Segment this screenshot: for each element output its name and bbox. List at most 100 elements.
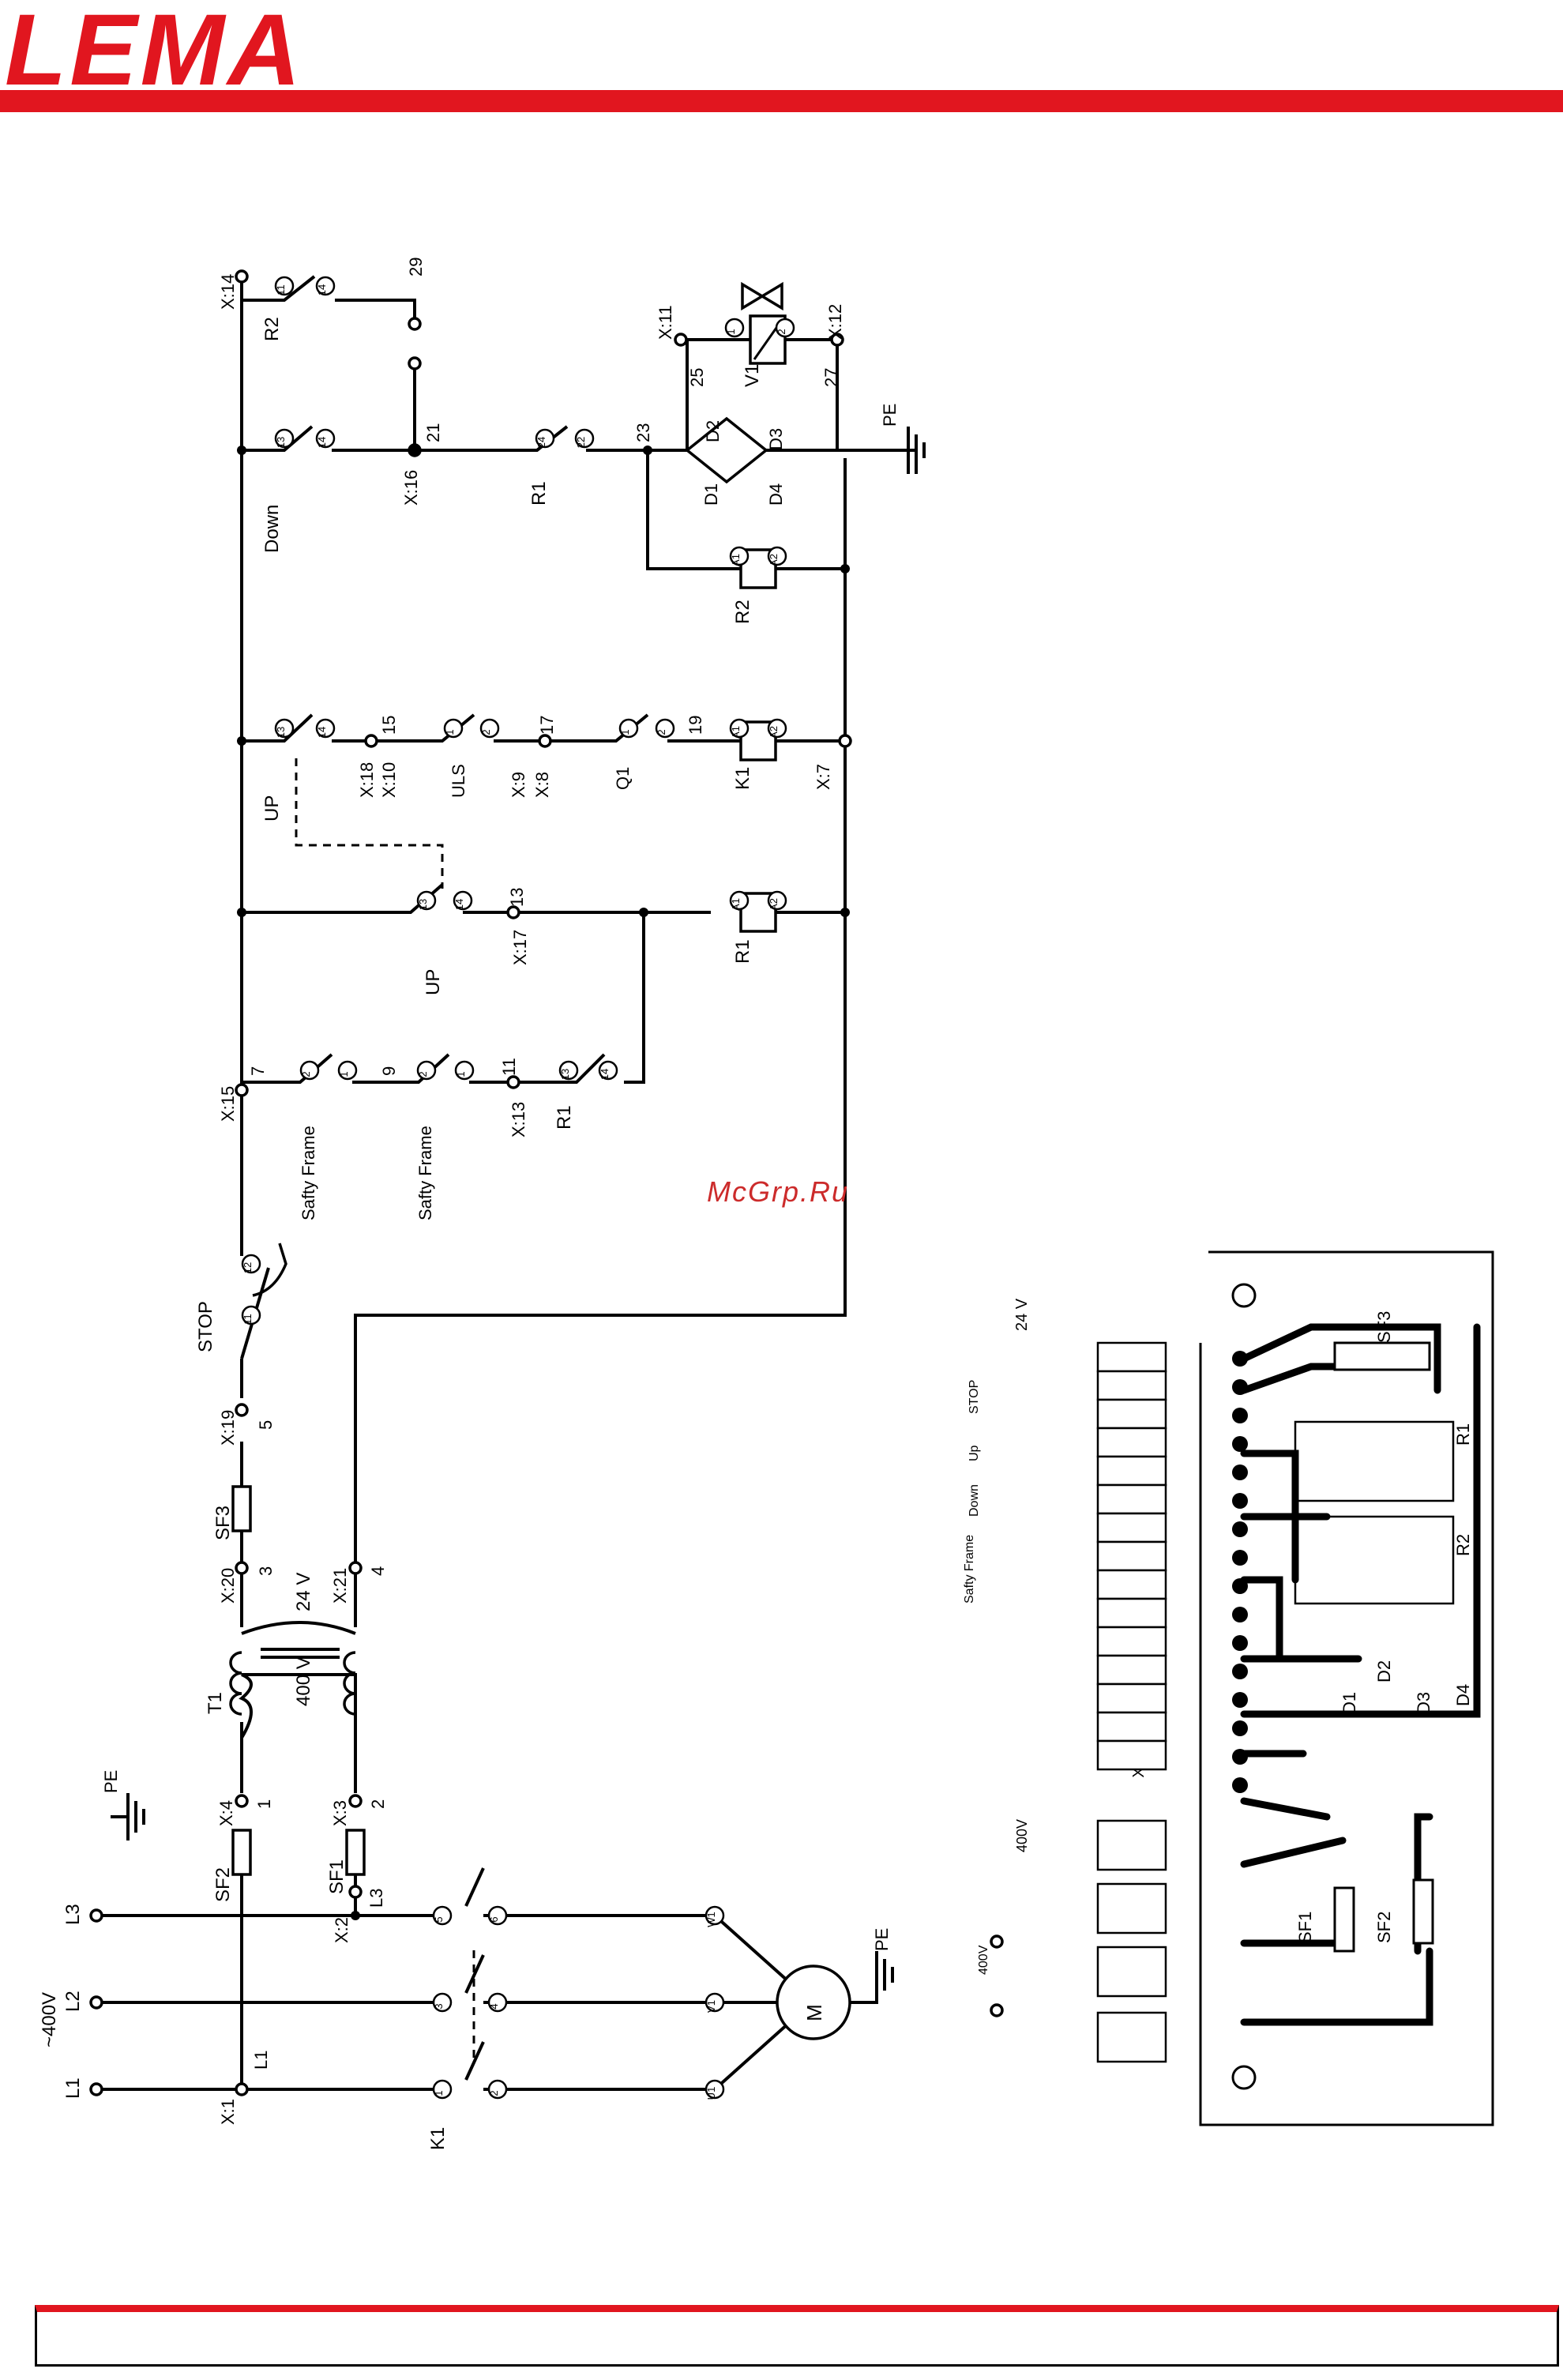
r2-hold-label: R2: [261, 317, 283, 341]
board-screw-9: [1232, 1607, 1248, 1622]
up-pin-14-label: 14: [453, 899, 465, 910]
board-d2-label: D2: [1374, 1660, 1394, 1683]
x1-node: [235, 2082, 249, 2096]
board-d1-label: D1: [1339, 1692, 1359, 1714]
board-big-box-0: [1096, 2011, 1167, 2063]
sf-b-pin-2-label: 2: [417, 1071, 429, 1077]
k1-contact-2: [464, 1954, 485, 1994]
r2-hold-pin-11: [274, 276, 295, 296]
board-tracks: [1240, 1323, 1481, 2026]
x20-label: X:20: [218, 1568, 238, 1604]
x17-label: X:17: [510, 930, 530, 965]
up-b-pin-13-label: 13: [275, 727, 287, 738]
board-terminal-box-11: [1096, 1654, 1167, 1686]
sf1-label: SF1: [326, 1859, 348, 1894]
r1-hold-pin-13: [558, 1060, 579, 1081]
board-24v-label: 24 V: [1013, 1298, 1031, 1331]
wire-25-label: 25: [687, 368, 707, 387]
stop-mushroom: [252, 1243, 287, 1297]
board-screw-7: [1232, 1550, 1248, 1566]
up-pin-13: [416, 890, 437, 911]
sf3-label: SF3: [212, 1506, 234, 1540]
x13-label: X:13: [509, 1102, 528, 1137]
stop-pin-11-label: 11: [242, 1314, 254, 1325]
x8-label: X:8: [532, 772, 552, 798]
board-terminal-box-14: [1096, 1739, 1167, 1771]
wire-9-label: 9: [379, 1066, 399, 1076]
x29-lower-node: [408, 356, 422, 370]
r2-hold-pin-14: [315, 276, 336, 296]
x4-label: X:4: [216, 1800, 236, 1826]
motor-pin-2: [704, 1992, 725, 2013]
wire-11-label: 11: [499, 1058, 519, 1076]
board-stop-label: STOP: [967, 1380, 981, 1414]
up-b-pin-13: [274, 718, 295, 739]
r1-down-pin-22-label: 22: [575, 437, 587, 448]
x12-node: [830, 333, 844, 347]
safety-frame-a-label: Safty Frame: [299, 1126, 318, 1220]
rectifier-bridge: [685, 416, 768, 484]
x17-node: [506, 905, 520, 919]
r2-pin-a2: [767, 546, 787, 566]
k1-pin-in-3-label: 5: [433, 1916, 445, 1922]
x21-node: [348, 1561, 363, 1575]
sf1-fuse: [345, 1829, 366, 1876]
x7-node: [838, 734, 852, 748]
sf-a-pin-1: [337, 1060, 358, 1081]
sf2-label: SF2: [212, 1867, 234, 1902]
schematic-dashed: [295, 758, 475, 2058]
x18-node: [364, 734, 378, 748]
board-r2-footprint: [1294, 1515, 1455, 1605]
board-screw-14: [1232, 1749, 1248, 1765]
up-mechanical-link: [295, 758, 444, 889]
k1-pin-out-1: [487, 2079, 508, 2100]
board-screw-10: [1232, 1635, 1248, 1651]
board-terminal-box-3: [1096, 1427, 1167, 1458]
board-terminal-box-4: [1096, 1455, 1167, 1487]
up-pin-13-label: 13: [417, 899, 429, 910]
down-junction: [237, 446, 246, 455]
board-sf2: [1412, 1878, 1434, 1945]
valve-pin-1-label: 1: [725, 329, 737, 334]
board-screw-8: [1232, 1578, 1248, 1594]
motor-leads: [713, 1914, 791, 2091]
transformer-label: T1: [205, 1692, 226, 1714]
wire-2-label: 2: [368, 1799, 388, 1809]
r1-hold-pin-13-label: 13: [559, 1069, 571, 1080]
x14-label: X:14: [218, 274, 238, 310]
down-r2-junction: [643, 446, 652, 455]
board-terminal-box-10: [1096, 1626, 1167, 1657]
wire-17-label: 17: [537, 716, 557, 735]
x2-node: [348, 1885, 363, 1899]
board-terminal-box-9: [1096, 1597, 1167, 1629]
up-a-label: UP: [423, 969, 444, 995]
board-r1-label: R1: [1453, 1423, 1473, 1446]
up-pin-14: [453, 890, 473, 911]
k1-pin-out-3: [487, 1905, 508, 1926]
x11-node: [674, 333, 688, 347]
r2-hold-pin-14-label: 14: [316, 284, 328, 295]
phase-label-2: L2: [62, 1991, 84, 2012]
board-sf1-label: SF1: [1295, 1912, 1315, 1943]
x3-label: X:3: [330, 1800, 350, 1826]
down-pin-13: [274, 428, 295, 449]
board-mount-hole-0: [1231, 1283, 1257, 1308]
wire-13-label: 13: [507, 888, 527, 907]
board-screw-2: [1232, 1408, 1248, 1423]
wire-23-label: 23: [633, 423, 653, 442]
wire-19-label: 19: [686, 716, 705, 735]
board-screw-12: [1232, 1692, 1248, 1708]
k1-pin-a2-label: A2: [768, 726, 780, 739]
r2-pin-a2-label: A2: [768, 554, 780, 566]
motor-pin-3-label: W1: [705, 1912, 717, 1927]
motor-circle: [776, 1965, 851, 2040]
x16-label: X:16: [401, 470, 421, 506]
board-screw-0: [1232, 1351, 1248, 1367]
k1-pin-in-1: [432, 2079, 453, 2100]
k1-coil-label: K1: [732, 767, 753, 790]
r1-pin-a2-label: A2: [768, 898, 780, 911]
x11-label: X:11: [656, 305, 675, 340]
k1-pin-a2: [767, 718, 787, 739]
board-screw-6: [1232, 1521, 1248, 1537]
